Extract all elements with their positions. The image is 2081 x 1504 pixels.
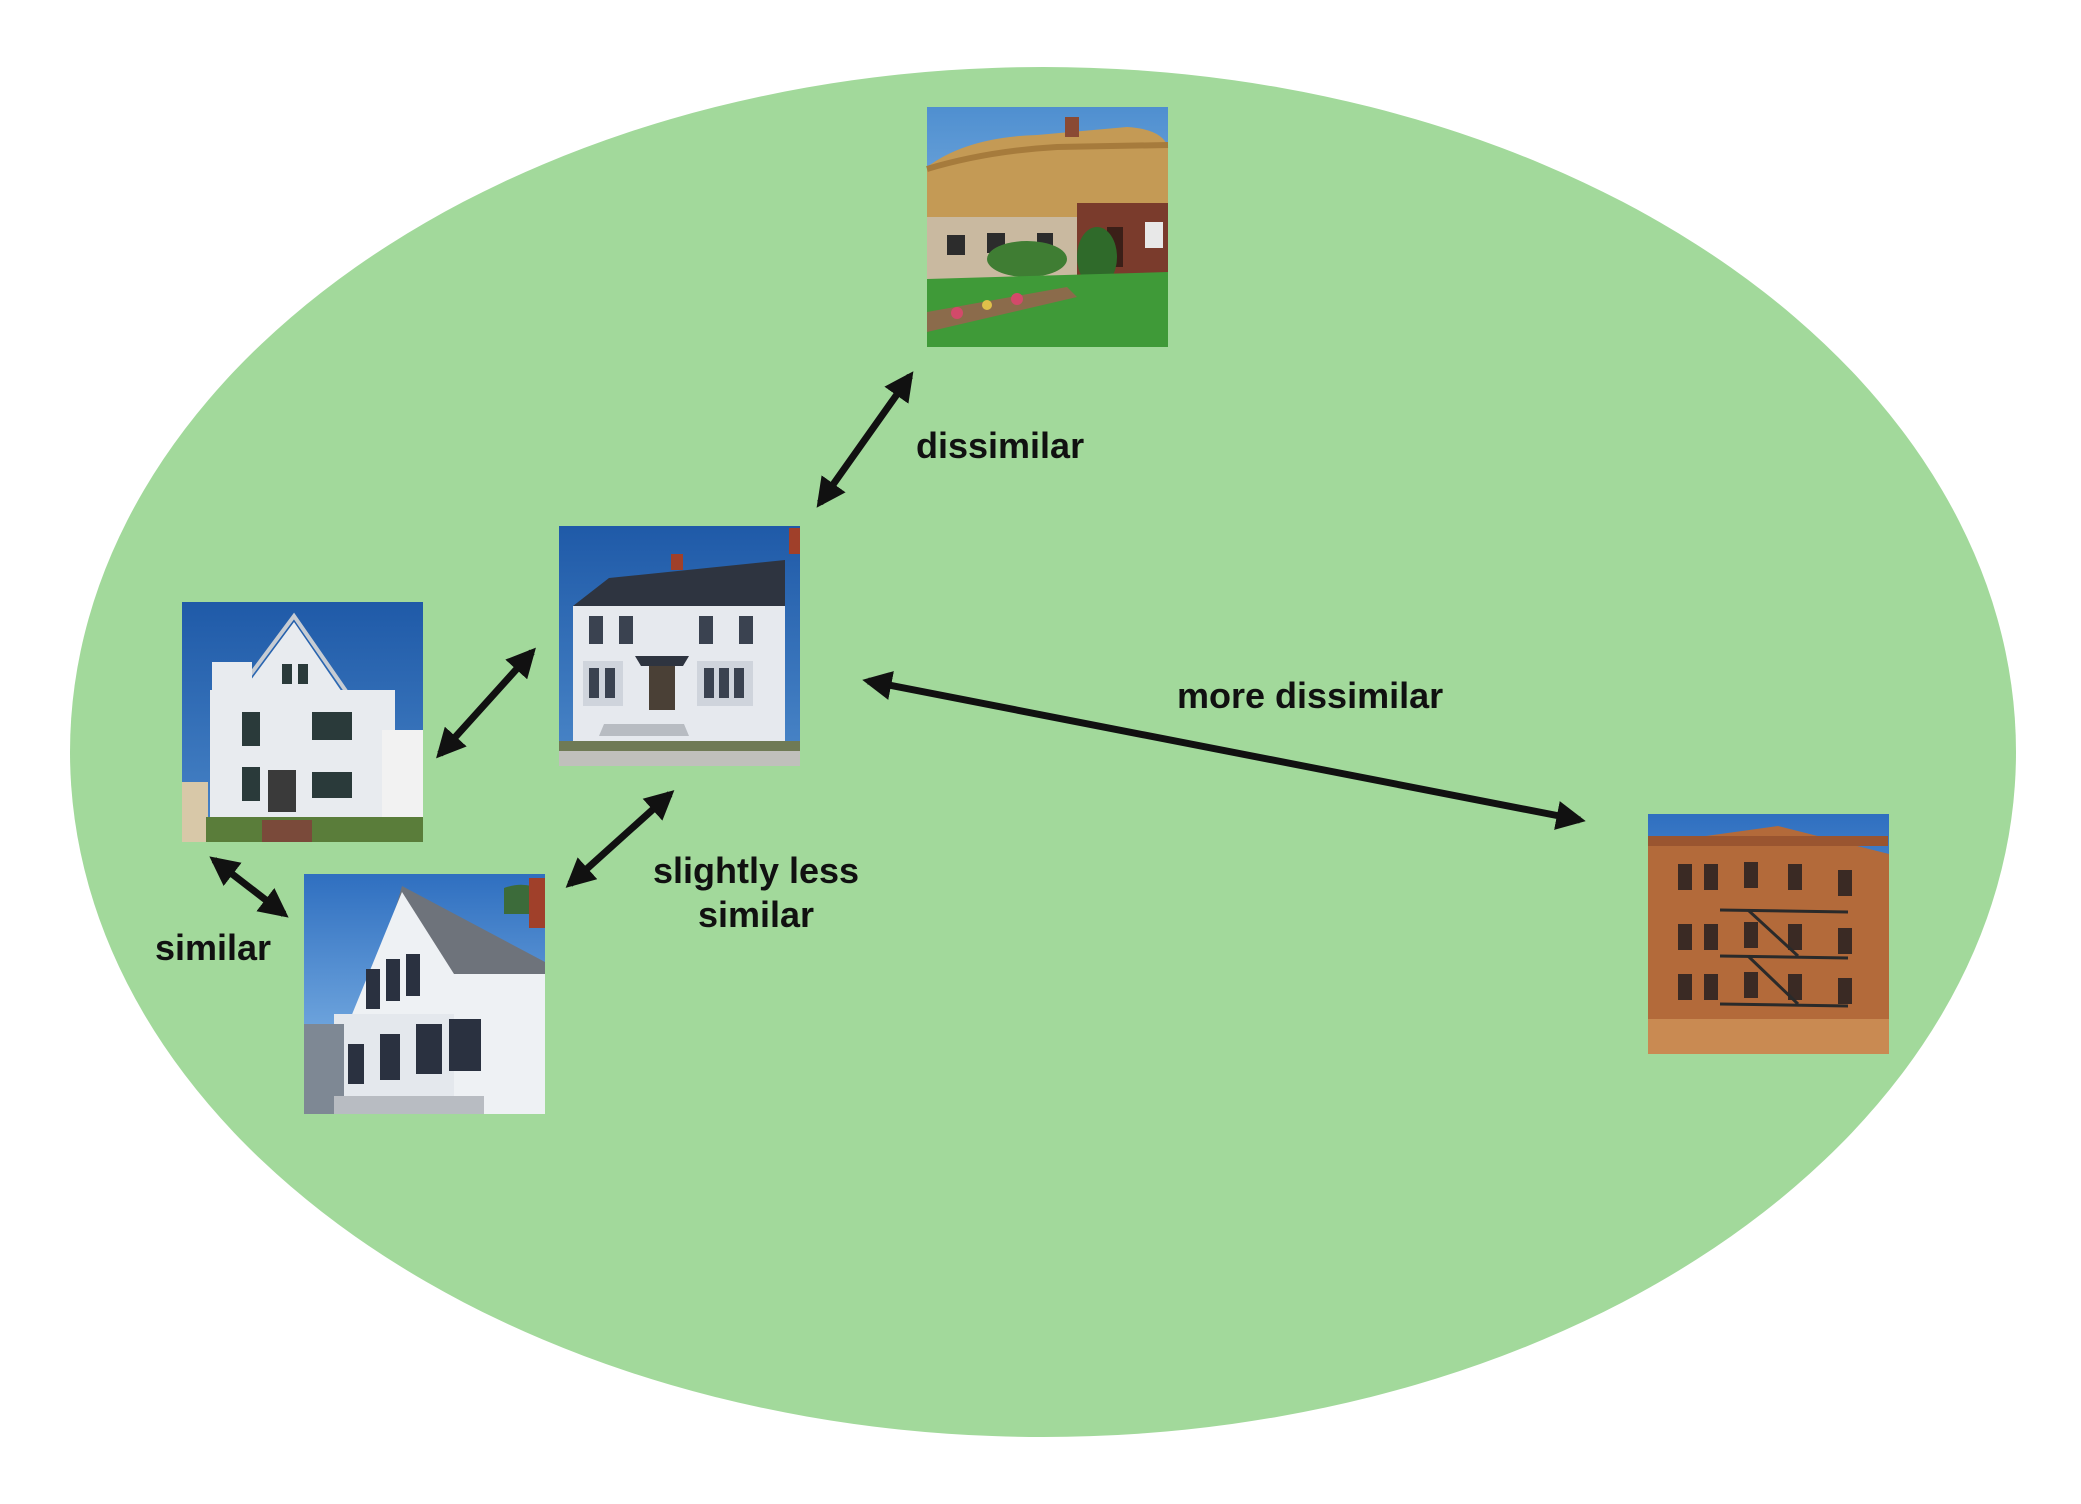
white-gabled-house-photo: [304, 874, 545, 1114]
white-clapboard-house-photo: [559, 526, 800, 766]
label-dissimilar: dissimilar: [916, 425, 1084, 466]
brick-apartment-photo: [1648, 814, 1889, 1054]
label-more-dissimilar: more dissimilar: [1177, 675, 1443, 716]
white-three-story-house-photo: [182, 602, 423, 842]
arrow-left-to-lower: [209, 856, 289, 918]
label-slightly-less-similar-line1: slightly less: [653, 850, 859, 891]
label-similar: similar: [155, 927, 271, 968]
arrow-center-to-left: [436, 647, 536, 759]
arrow-center-to-lower: [565, 790, 675, 888]
label-slightly-less-similar-line2: similar: [698, 894, 814, 935]
arrow-center-to-apartment: [862, 671, 1586, 830]
arrow-center-to-cottage: [816, 371, 914, 508]
thatched-cottage-photo: [926, 107, 1169, 347]
